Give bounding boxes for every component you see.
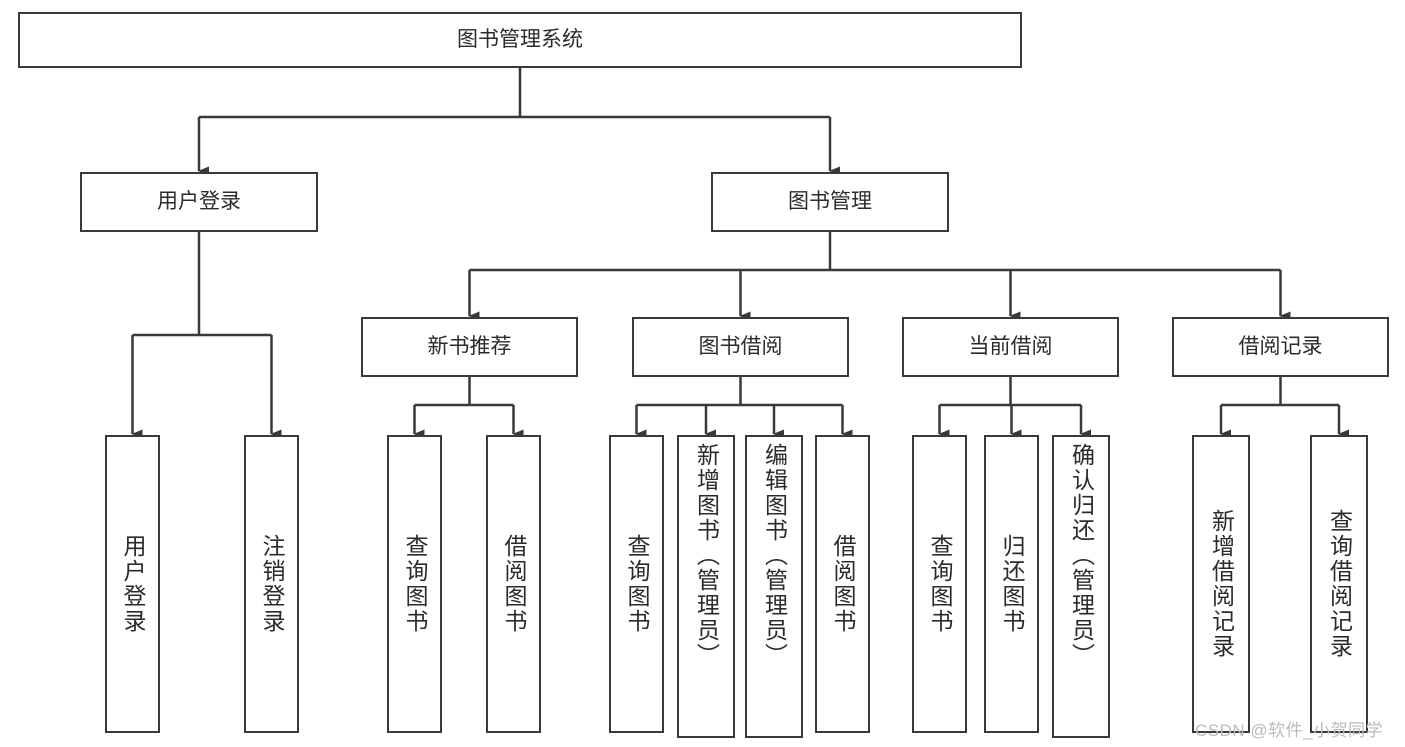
node-label: 图书借阅 bbox=[698, 334, 783, 358]
node-leaf-user-logout[interactable]: 注销登录 bbox=[244, 435, 299, 733]
node-label: 查询图书 bbox=[624, 534, 650, 634]
node-label: 借阅图书 bbox=[501, 534, 527, 634]
node-label: 编辑图书（管理员） bbox=[761, 443, 788, 668]
node-label: 新书推荐 bbox=[427, 334, 512, 358]
node-new-book-rec[interactable]: 新书推荐 bbox=[361, 317, 578, 377]
node-label: 图书管理 bbox=[788, 189, 872, 213]
node-leaf-add-record[interactable]: 新增借阅记录 bbox=[1192, 435, 1250, 733]
node-label: 图书管理系统 bbox=[457, 27, 583, 51]
node-label: 归还图书 bbox=[999, 534, 1025, 634]
node-label: 借阅记录 bbox=[1238, 334, 1323, 358]
node-label: 注销登录 bbox=[259, 534, 285, 634]
node-leaf-edit-book[interactable]: 编辑图书（管理员） bbox=[745, 435, 803, 738]
node-label: 用户登录 bbox=[157, 189, 241, 213]
node-borrow-record[interactable]: 借阅记录 bbox=[1172, 317, 1389, 377]
node-label: 借阅图书 bbox=[830, 534, 856, 634]
node-leaf-add-book[interactable]: 新增图书（管理员） bbox=[677, 435, 735, 738]
node-label: 新增图书（管理员） bbox=[693, 443, 720, 668]
node-leaf-query-record[interactable]: 查询借阅记录 bbox=[1310, 435, 1368, 733]
node-leaf-query-book-c[interactable]: 查询图书 bbox=[912, 435, 967, 733]
node-label: 查询图书 bbox=[927, 534, 953, 634]
node-label: 查询借阅记录 bbox=[1326, 509, 1353, 659]
csdn-watermark: CSDN @软件_小贺同学 bbox=[1195, 721, 1384, 740]
node-root[interactable]: 图书管理系统 bbox=[18, 12, 1022, 68]
node-leaf-confirm-return[interactable]: 确认归还（管理员） bbox=[1052, 435, 1110, 738]
node-leaf-user-login[interactable]: 用户登录 bbox=[105, 435, 160, 733]
node-leaf-borrow-book-a[interactable]: 借阅图书 bbox=[486, 435, 541, 733]
node-label: 查询图书 bbox=[402, 534, 428, 634]
node-user-login[interactable]: 用户登录 bbox=[80, 172, 318, 232]
node-book-borrow[interactable]: 图书借阅 bbox=[632, 317, 849, 377]
node-label: 确认归还（管理员） bbox=[1068, 443, 1095, 668]
node-current-borrow[interactable]: 当前借阅 bbox=[902, 317, 1119, 377]
node-leaf-query-book-a[interactable]: 查询图书 bbox=[387, 435, 442, 733]
node-label: 新增借阅记录 bbox=[1208, 509, 1235, 659]
node-leaf-borrow-book-b[interactable]: 借阅图书 bbox=[815, 435, 870, 733]
node-label: 当前借阅 bbox=[968, 334, 1053, 358]
node-leaf-query-book-b[interactable]: 查询图书 bbox=[609, 435, 664, 733]
node-leaf-return-book[interactable]: 归还图书 bbox=[984, 435, 1039, 733]
node-book-manage[interactable]: 图书管理 bbox=[711, 172, 949, 232]
node-label: 用户登录 bbox=[120, 534, 146, 634]
